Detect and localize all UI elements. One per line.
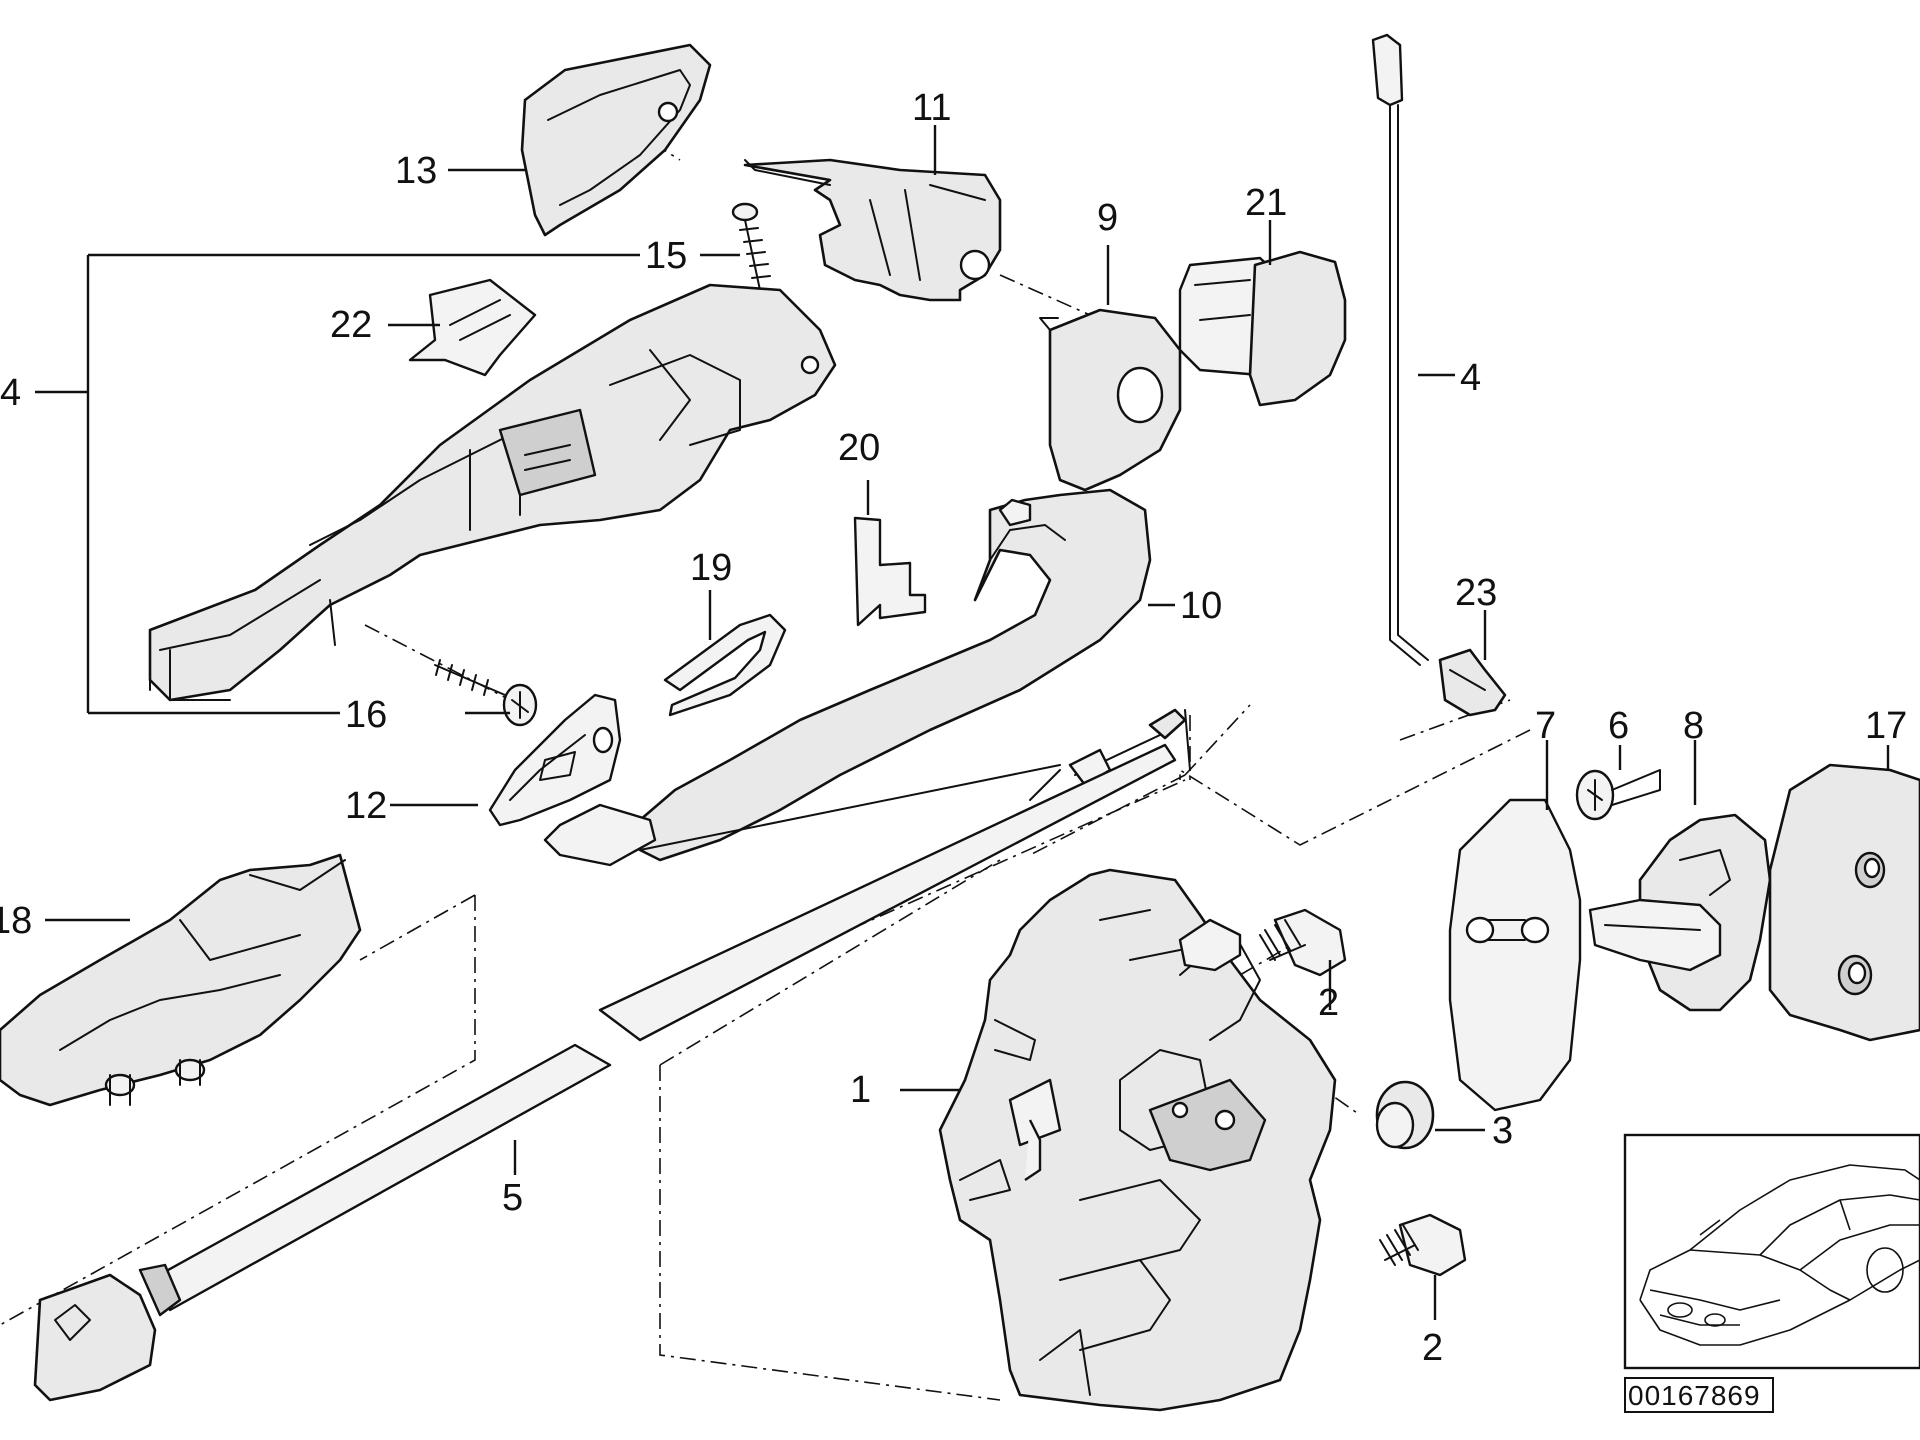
callout-6: 6	[1608, 705, 1629, 747]
part-2-screw-upper	[1259, 908, 1347, 977]
callout-2-upper: 2	[1318, 982, 1339, 1024]
callout-8: 8	[1683, 705, 1704, 747]
callout-17: 17	[1865, 705, 1907, 747]
callout-1: 1	[850, 1069, 871, 1111]
callout-19: 19	[690, 547, 732, 589]
callout-12: 12	[345, 785, 387, 827]
part-22-clip	[408, 278, 537, 377]
part-1-lock-mechanism	[938, 868, 1337, 1412]
reference-number: 00167869	[1628, 1380, 1761, 1411]
callout-21: 21	[1245, 182, 1287, 224]
callout-labels: 13 11 15 22 4 9 21 4 20 19 10 23 16 12 1…	[0, 87, 1907, 1369]
callout-22: 22	[330, 304, 372, 346]
part-11-lock-cylinder	[743, 158, 1002, 302]
callout-18: 18	[0, 900, 32, 942]
callout-2-lower: 2	[1422, 1327, 1443, 1369]
part-13-cover-cap	[520, 43, 712, 237]
callout-16: 16	[345, 694, 387, 736]
part-17-mounting-plate	[1768, 763, 1920, 1042]
callout-11: 11	[912, 87, 951, 129]
callout-9: 9	[1097, 197, 1118, 239]
part-2-screw-lower	[1379, 1213, 1467, 1277]
leader-lines	[35, 125, 1890, 1320]
part-5-cable	[33, 743, 1177, 1402]
callout-10: 10	[1180, 585, 1222, 627]
part-12-gasket	[488, 693, 622, 827]
part-4-rod	[1371, 33, 1429, 666]
part-23-clip	[1438, 648, 1507, 717]
part-7-cover-plate	[1448, 798, 1582, 1112]
part-15-screw	[731, 202, 771, 291]
part-8-striker	[1588, 813, 1772, 1012]
vehicle-inset	[1623, 1133, 1920, 1370]
callout-23: 23	[1455, 572, 1497, 614]
part-21-end-cap	[1178, 250, 1347, 407]
part-19-seal	[663, 613, 787, 717]
callout-4-left: 4	[0, 372, 21, 414]
part-6-screw	[1575, 769, 1661, 821]
part-9-end-cap	[1039, 308, 1182, 492]
part-18-actuator	[0, 853, 362, 1107]
part-10-cable-end	[543, 708, 1191, 867]
callout-15: 15	[645, 235, 687, 277]
reference-number-box: 00167869	[1624, 1377, 1774, 1413]
part-14-handle-carrier	[148, 283, 837, 702]
part-20-spring	[853, 516, 927, 627]
callout-4-right: 4	[1460, 357, 1481, 399]
callout-13: 13	[395, 150, 437, 192]
callout-5: 5	[502, 1177, 523, 1219]
callout-3: 3	[1492, 1110, 1513, 1152]
callout-7: 7	[1535, 705, 1556, 747]
part-16-screw	[434, 659, 538, 727]
part-3-grommet	[1375, 1080, 1435, 1150]
callout-20: 20	[838, 427, 880, 469]
